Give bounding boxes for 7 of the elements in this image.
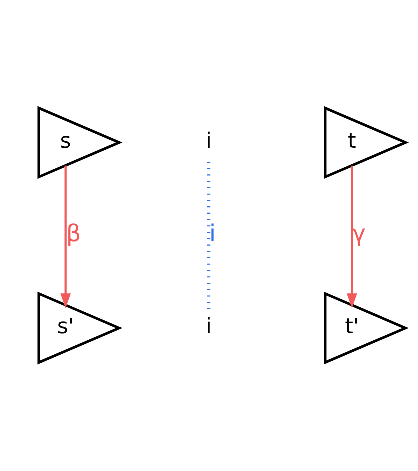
node-text: i — [206, 314, 212, 339]
arrow — [60, 166, 72, 309]
arrow — [346, 166, 358, 309]
edge-label: i — [209, 219, 216, 248]
node-text: i — [206, 128, 212, 154]
edge-label: β — [66, 219, 82, 248]
edge-label: γ — [352, 219, 366, 248]
